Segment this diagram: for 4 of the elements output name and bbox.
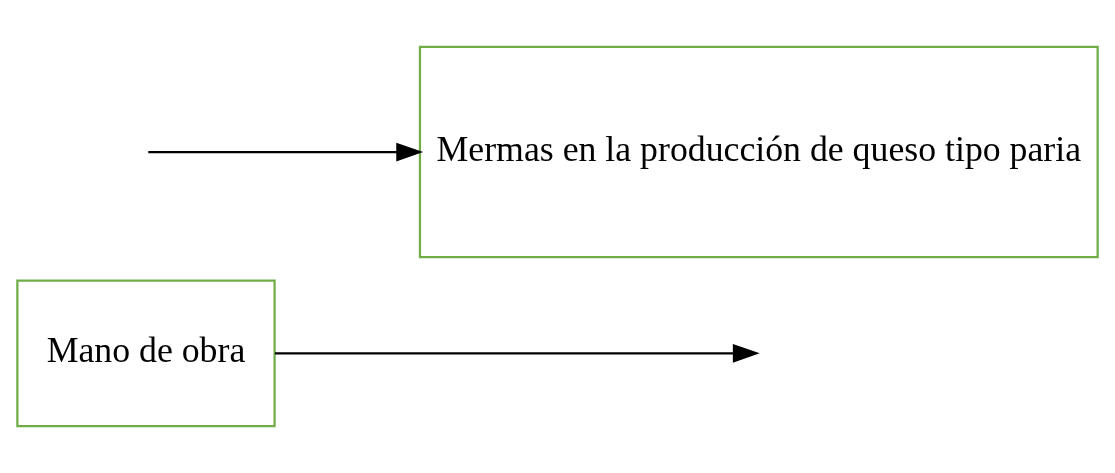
arrow [148, 142, 424, 162]
node-box: Mermas en la producción de queso tipo paria [418, 45, 1099, 259]
node-box: Mano de obra [16, 279, 276, 428]
arrow [275, 343, 760, 363]
